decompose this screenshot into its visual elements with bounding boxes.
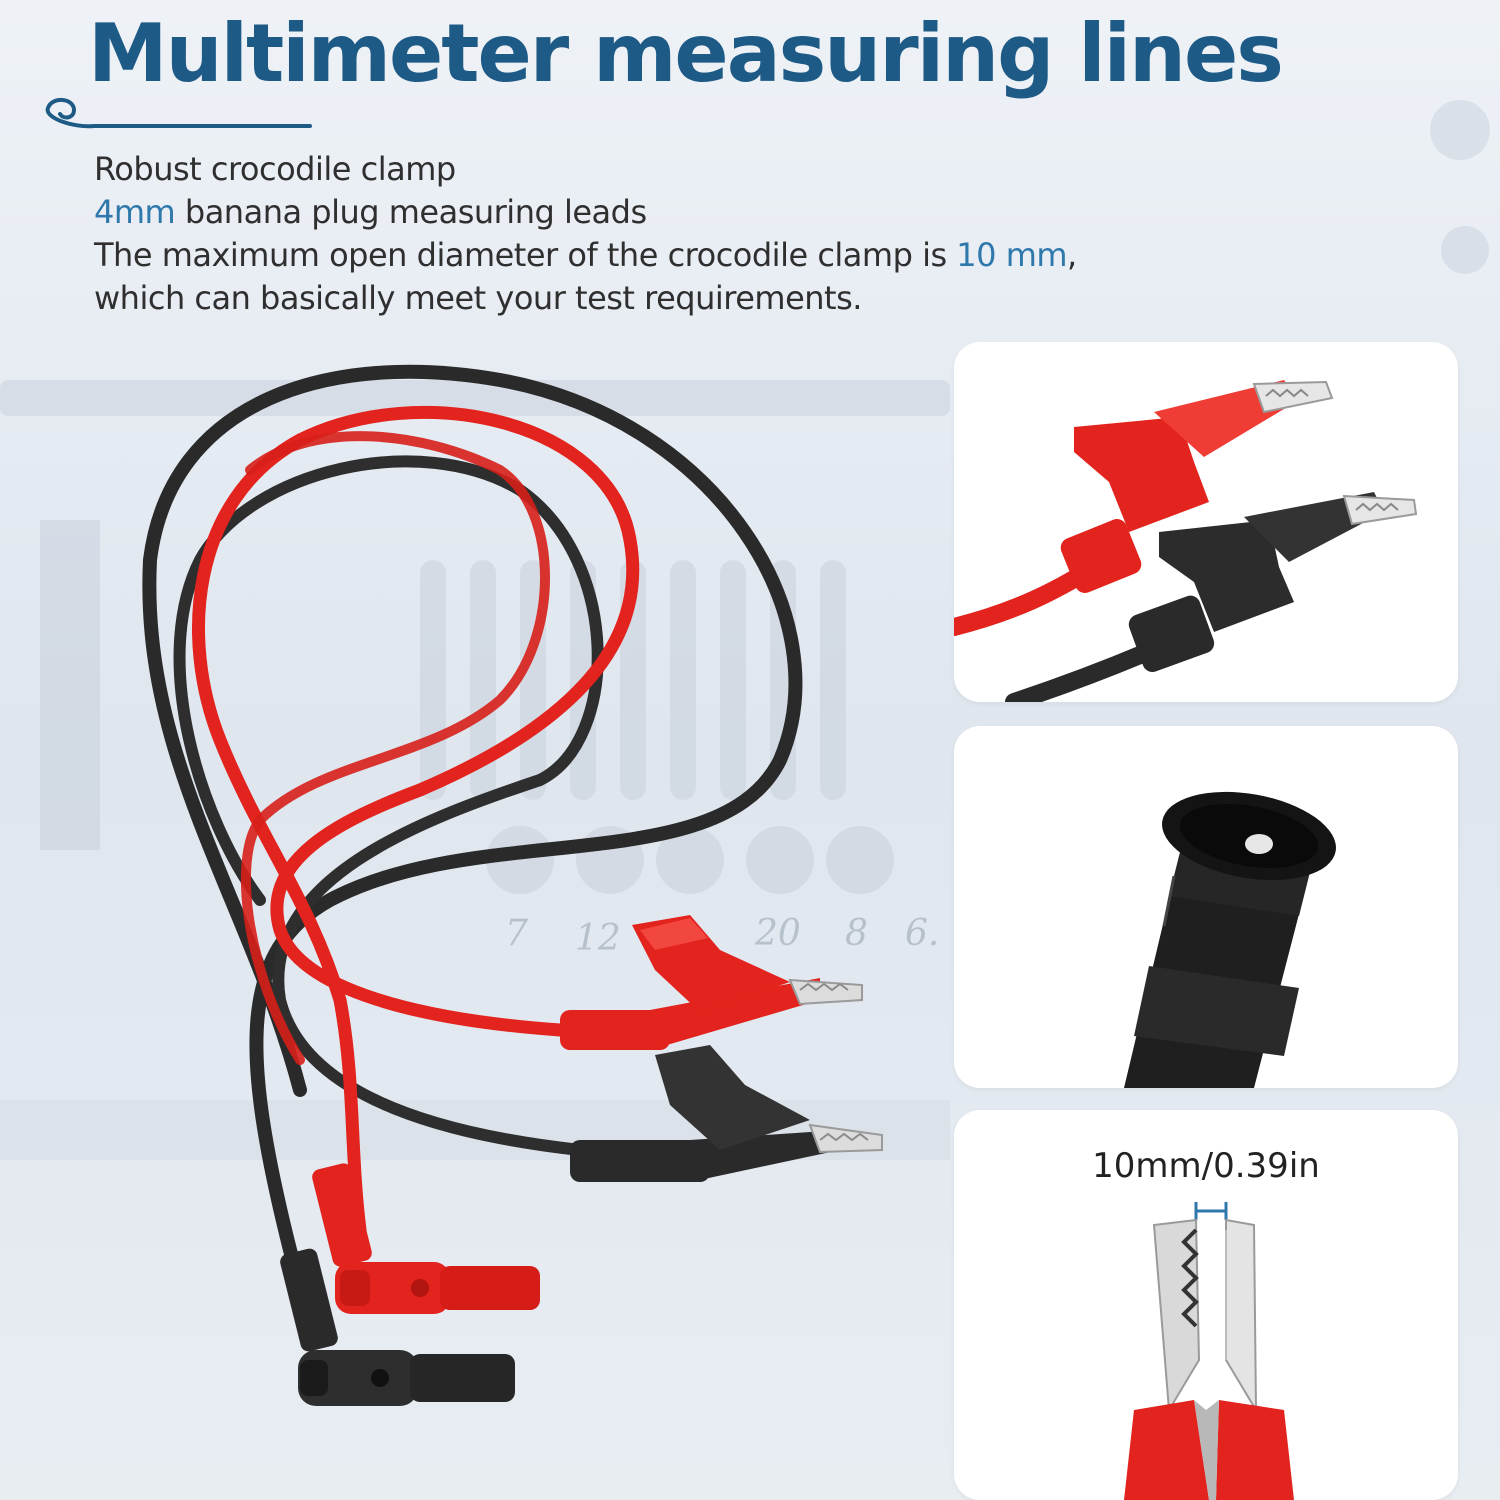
red-banana-plug: [312, 1163, 540, 1314]
page-title: Multimeter measuring lines: [88, 7, 1284, 100]
detail-panel-plug: [954, 726, 1458, 1088]
description-line-3: The maximum open diameter of the crocodi…: [94, 234, 1394, 277]
dimension-label: 10mm/0.39in: [1092, 1146, 1320, 1186]
bg-mark-20: 20: [754, 913, 801, 954]
bg-mark-6: 6.: [905, 913, 939, 954]
description-line-3-text: The maximum open diameter of the crocodi…: [94, 236, 957, 274]
description-line-3-comma: ,: [1067, 236, 1077, 274]
black-lead-cable-outer: [142, 364, 803, 1327]
detail-panel-dimension: 10mm/0.39in: [954, 1110, 1458, 1500]
plug-closeup-image: [1124, 791, 1336, 1088]
product-description: Robust crocodile clamp 4mm banana plug m…: [94, 148, 1394, 320]
description-line-2-text: banana plug measuring leads: [175, 193, 647, 231]
black-crocodile-clip: [570, 1045, 883, 1182]
bg-mark-7: 7: [505, 913, 528, 954]
black-banana-plug: [280, 1248, 515, 1406]
clips-closeup-image: [954, 380, 1418, 702]
highlight-10mm: 10 mm: [956, 236, 1068, 274]
dimension-marker: [1194, 1202, 1228, 1220]
description-line-1: Robust crocodile clamp: [94, 150, 456, 188]
bg-mark-8: 8: [845, 913, 868, 954]
red-lead-cable-inner: [240, 431, 550, 1065]
red-lead-cable-outer: [192, 405, 640, 1237]
clip-jaw-closeup-image: [1124, 1202, 1294, 1500]
detail-panel-clips: [954, 342, 1458, 702]
description-line-2: 4mm banana plug measuring leads: [94, 191, 1394, 234]
red-crocodile-clip: [560, 915, 863, 1050]
highlight-4mm: 4mm: [94, 193, 176, 231]
bg-mark-12: 12: [575, 918, 621, 959]
description-line-4: which can basically meet your test requi…: [94, 279, 862, 317]
black-lead-cable-inner: [173, 455, 604, 1156]
title-swirl-underline: [45, 98, 312, 129]
